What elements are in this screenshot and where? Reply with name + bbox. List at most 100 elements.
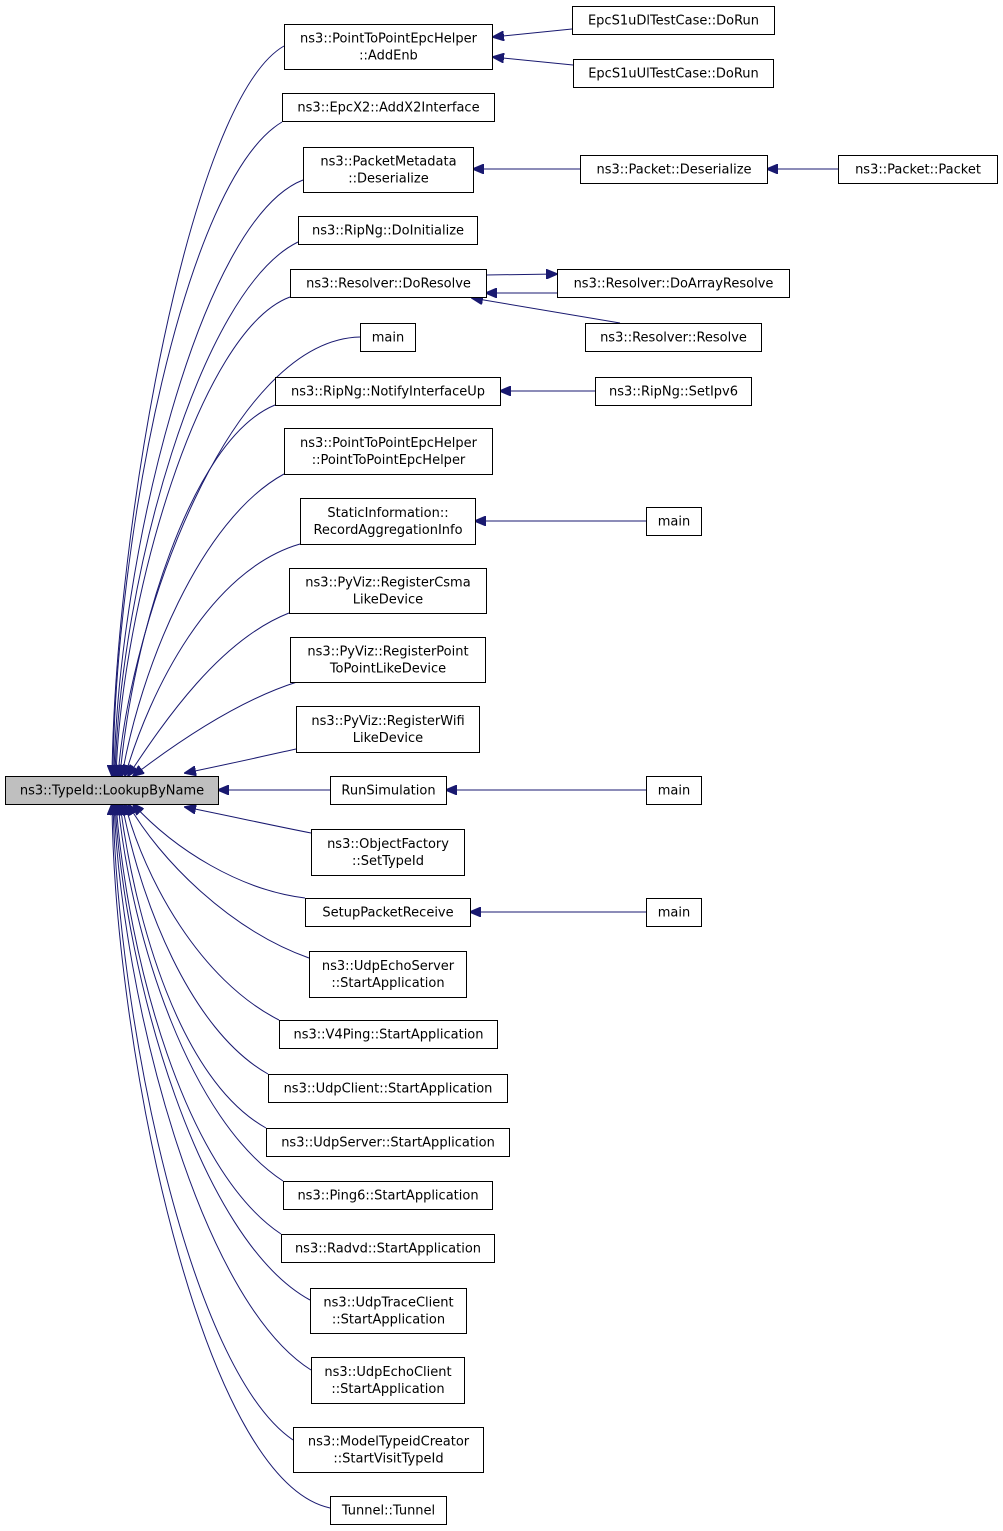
node-label: EpcS1uUlTestCase::DoRun [588,67,759,82]
node-udptrace[interactable]: ns3::UdpTraceClient::StartApplication [310,1288,467,1334]
node-s1uul[interactable]: EpcS1uUlTestCase::DoRun [573,59,774,88]
node-label: ::StartVisitTypeId [333,1452,443,1467]
node-label: ns3::PyViz::RegisterPoint [307,645,468,660]
node-addenb[interactable]: ns3::PointToPointEpcHelper::AddEnb [284,24,493,70]
node-label: ::PointToPointEpcHelper [312,453,466,468]
node-box [290,269,487,298]
edge-ripinit-to-root [115,241,299,776]
node-pktdeser[interactable]: ns3::Packet::Deserialize [580,155,768,184]
node-udpechoclient[interactable]: ns3::UdpEchoClient::StartApplication [311,1357,465,1404]
node-box [279,1020,498,1049]
node-main1[interactable]: main [360,323,416,352]
edge-s1uul-to-addenb [493,57,574,66]
node-box [266,1128,510,1157]
edge-udpechoclient-to-root [114,804,312,1371]
node-label: main [658,515,690,530]
node-box [646,776,702,805]
node-main4[interactable]: main [646,898,702,927]
node-label: ::AddEnb [359,49,418,64]
edge-addx2-to-root [113,121,283,776]
edge-v4ping-to-root [125,804,280,1021]
node-recagg[interactable]: StaticInformation::RecordAggregationInfo [300,498,476,545]
node-box [580,155,768,184]
node-label: ns3::Ping6::StartApplication [297,1189,478,1204]
node-setuppr[interactable]: SetupPacketReceive [305,898,471,927]
node-label: RunSimulation [341,784,435,799]
node-doarray[interactable]: ns3::Resolver::DoArrayResolve [557,269,790,298]
node-box [573,59,774,88]
node-box [838,155,998,184]
node-ping6[interactable]: ns3::Ping6::StartApplication [283,1181,493,1210]
edge-regp2p-to-root [133,681,298,776]
node-notifyup[interactable]: ns3::RipNg::NotifyInterfaceUp [275,377,501,406]
node-label: ns3::TypeId::LookupByName [20,784,204,799]
node-box [275,377,501,406]
edge-regwifi-to-root [185,748,297,773]
node-label: ns3::Resolver::DoResolve [306,277,471,292]
node-label: ns3::ObjectFactory [327,837,449,852]
node-resolve[interactable]: ns3::Resolver::Resolve [585,323,762,352]
node-label: ns3::RipNg::NotifyInterfaceUp [291,385,485,400]
node-tunnel[interactable]: Tunnel::Tunnel [330,1496,447,1525]
node-label: ns3::RipNg::DoInitialize [312,224,464,239]
node-main3[interactable]: main [646,776,702,805]
node-box [284,24,493,70]
edge-setuppr-to-root [133,804,306,899]
root-node[interactable]: ns3::TypeId::LookupByName [5,776,219,805]
edge-radvd-to-root [116,804,282,1235]
node-label: ns3::ModelTypeidCreator [308,1435,470,1450]
edge-addenb-to-root [112,45,285,776]
node-label: ns3::PacketMetadata [320,155,456,170]
node-label: main [658,784,690,799]
node-modeltypeid[interactable]: ns3::ModelTypeidCreator::StartVisitTypeI… [293,1427,484,1473]
node-box [268,1074,508,1103]
node-box [300,498,476,545]
node-box [303,147,474,193]
node-label: ns3::PointToPointEpcHelper [300,32,478,47]
node-addx2[interactable]: ns3::EpcX2::AddX2Interface [282,93,495,122]
node-settypeid[interactable]: ns3::ObjectFactory::SetTypeId [311,829,465,876]
edge-p2pctor-to-root [122,473,285,776]
edge-ping6-to-root [118,804,284,1182]
node-label: ns3::Packet::Deserialize [596,163,751,178]
node-regp2p[interactable]: ns3::PyViz::RegisterPointToPointLikeDevi… [290,637,486,683]
node-box [281,1234,495,1263]
node-label: Tunnel::Tunnel [341,1504,435,1519]
node-label: ToPointLikeDevice [329,662,446,677]
node-box [290,637,486,683]
node-box [557,269,790,298]
edge-udptrace-to-root [115,804,311,1301]
node-doresolve[interactable]: ns3::Resolver::DoResolve [290,269,487,298]
edge-doresolve-to-root [116,296,291,776]
node-udpclient[interactable]: ns3::UdpClient::StartApplication [268,1074,508,1103]
node-udpechoserver[interactable]: ns3::UdpEchoServer::StartApplication [309,951,467,998]
node-label: ns3::PyViz::RegisterCsma [305,576,470,591]
node-pktctor[interactable]: ns3::Packet::Packet [838,155,998,184]
node-label: LikeDevice [353,731,423,746]
node-radvd[interactable]: ns3::Radvd::StartApplication [281,1234,495,1263]
node-box [298,216,478,245]
edge-udpserver-to-root [120,804,267,1129]
node-pmdeser[interactable]: ns3::PacketMetadata::Deserialize [303,147,474,193]
node-label: ::Deserialize [348,172,429,187]
node-runsim[interactable]: RunSimulation [330,776,447,805]
node-box [305,898,471,927]
node-box [282,93,495,122]
node-box [310,1288,467,1334]
node-box [284,428,493,475]
node-ripinit[interactable]: ns3::RipNg::DoInitialize [298,216,478,245]
node-p2pctor[interactable]: ns3::PointToPointEpcHelper::PointToPoint… [284,428,493,475]
edge-notifyup-to-root [120,404,276,776]
node-box [360,323,416,352]
node-setipv6[interactable]: ns3::RipNg::SetIpv6 [595,377,752,406]
node-udpserver[interactable]: ns3::UdpServer::StartApplication [266,1128,510,1157]
node-s1udl[interactable]: EpcS1uDlTestCase::DoRun [572,6,775,35]
node-label: ns3::PointToPointEpcHelper [300,436,478,451]
node-main2[interactable]: main [646,507,702,536]
node-v4ping[interactable]: ns3::V4Ping::StartApplication [279,1020,498,1049]
node-box [283,1181,493,1210]
node-label: ::SetTypeId [352,854,424,869]
node-label: ns3::UdpClient::StartApplication [284,1082,493,1097]
